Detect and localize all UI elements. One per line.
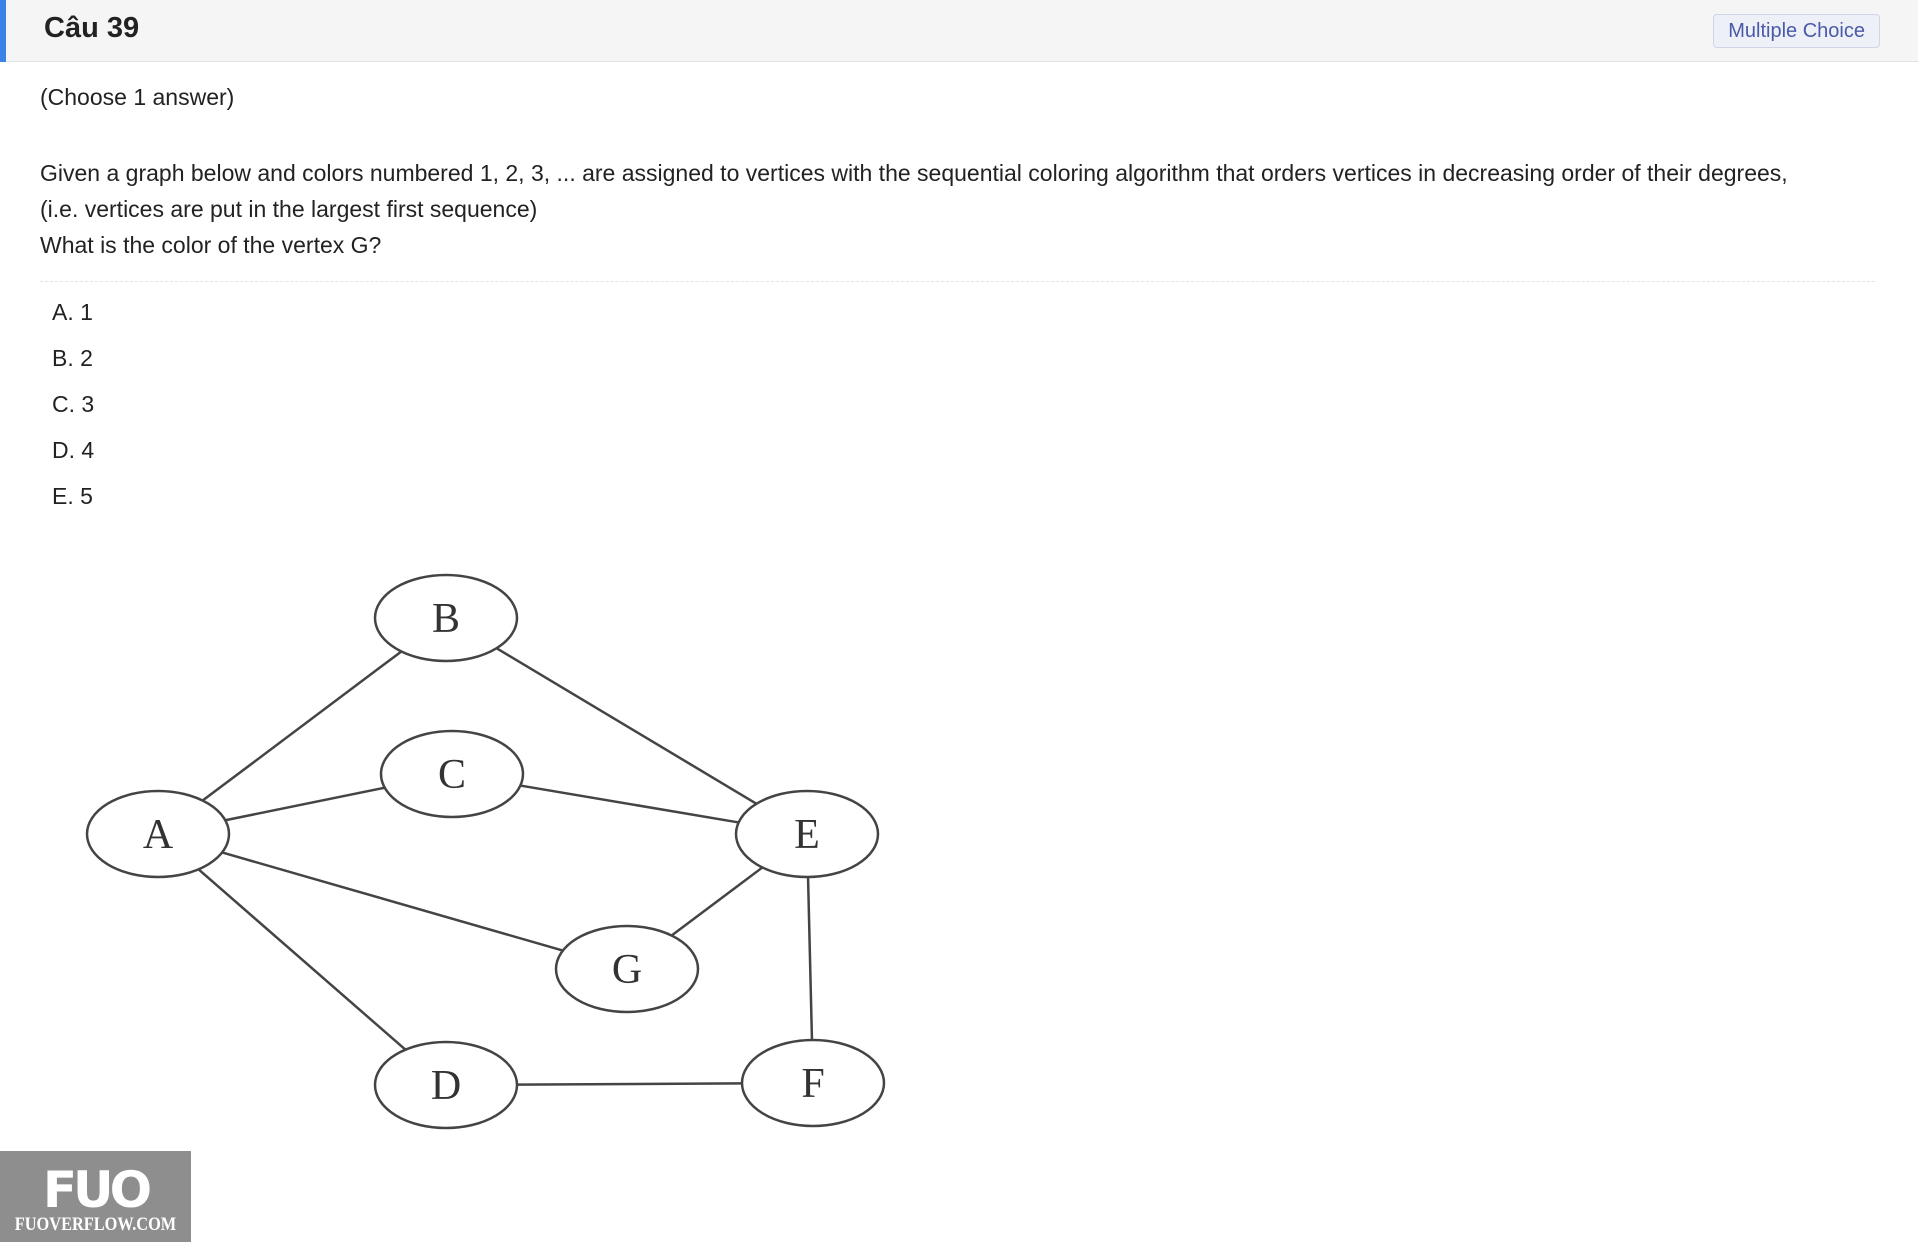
vertex-label: F <box>801 1061 824 1107</box>
option-d[interactable]: D. 4 <box>52 437 95 463</box>
vertex-shape <box>85 789 231 879</box>
vertex-a: A <box>85 789 231 879</box>
watermark-site: FUOVERFLOW.COM <box>14 1214 177 1235</box>
edge-g-e <box>670 866 764 937</box>
option-b[interactable]: B. 2 <box>52 345 93 371</box>
question-type-badge: Multiple Choice <box>1713 14 1880 48</box>
question-line: (i.e. vertices are put in the largest fi… <box>40 196 538 222</box>
vertex-label: A <box>143 812 174 858</box>
header-accent-bar <box>0 0 6 62</box>
graph-edges <box>197 647 814 1086</box>
vertex-label: D <box>431 1063 461 1109</box>
vertex-e: E <box>734 789 880 879</box>
watermark: FUO FUOVERFLOW.COM <box>0 1151 191 1242</box>
question-title: Câu 39 <box>44 12 140 44</box>
edge-c-e <box>520 784 739 824</box>
edge-a-g <box>221 851 564 952</box>
vertex-shape <box>379 729 525 819</box>
option-c[interactable]: C. 3 <box>52 391 95 417</box>
vertex-shape <box>740 1038 886 1128</box>
vertex-b: B <box>373 573 519 663</box>
edge-d-f <box>516 1082 743 1086</box>
vertex-label: G <box>612 947 642 993</box>
edge-a-c <box>225 786 385 822</box>
vertex-f: F <box>740 1038 886 1128</box>
graph-diagram: A B C D E F G <box>85 573 886 1130</box>
vertex-shape <box>373 1040 519 1130</box>
option-a[interactable]: A. 1 <box>52 299 93 325</box>
vertex-label: B <box>432 596 460 642</box>
edge-b-e <box>495 647 758 805</box>
vertex-shape <box>734 789 880 879</box>
vertex-c: C <box>379 729 525 819</box>
question-line: What is the color of the vertex G? <box>40 232 382 258</box>
edge-e-f <box>806 876 814 1041</box>
question-line: Given a graph below and colors numbered … <box>40 160 1788 186</box>
vertex-label: E <box>794 812 820 858</box>
answer-options: A. 1 B. 2 C. 3 D. 4 E. 5 <box>52 296 94 526</box>
edge-a-b <box>201 650 403 802</box>
watermark-logo: FUO <box>42 1161 152 1219</box>
edge-a-d <box>197 868 407 1051</box>
vertex-d: D <box>373 1040 519 1130</box>
vertex-shape <box>554 924 700 1014</box>
question-header: Câu 39 Multiple Choice <box>0 0 1918 62</box>
graph-nodes: A B C D E F G <box>85 573 886 1130</box>
vertex-shape <box>373 573 519 663</box>
question-text: Given a graph below and colors numbered … <box>40 155 1885 263</box>
option-e[interactable]: E. 5 <box>52 483 93 509</box>
answer-instruction: (Choose 1 answer) <box>40 84 235 110</box>
divider <box>40 281 1875 282</box>
vertex-label: C <box>438 752 466 798</box>
vertex-g: G <box>554 924 700 1014</box>
